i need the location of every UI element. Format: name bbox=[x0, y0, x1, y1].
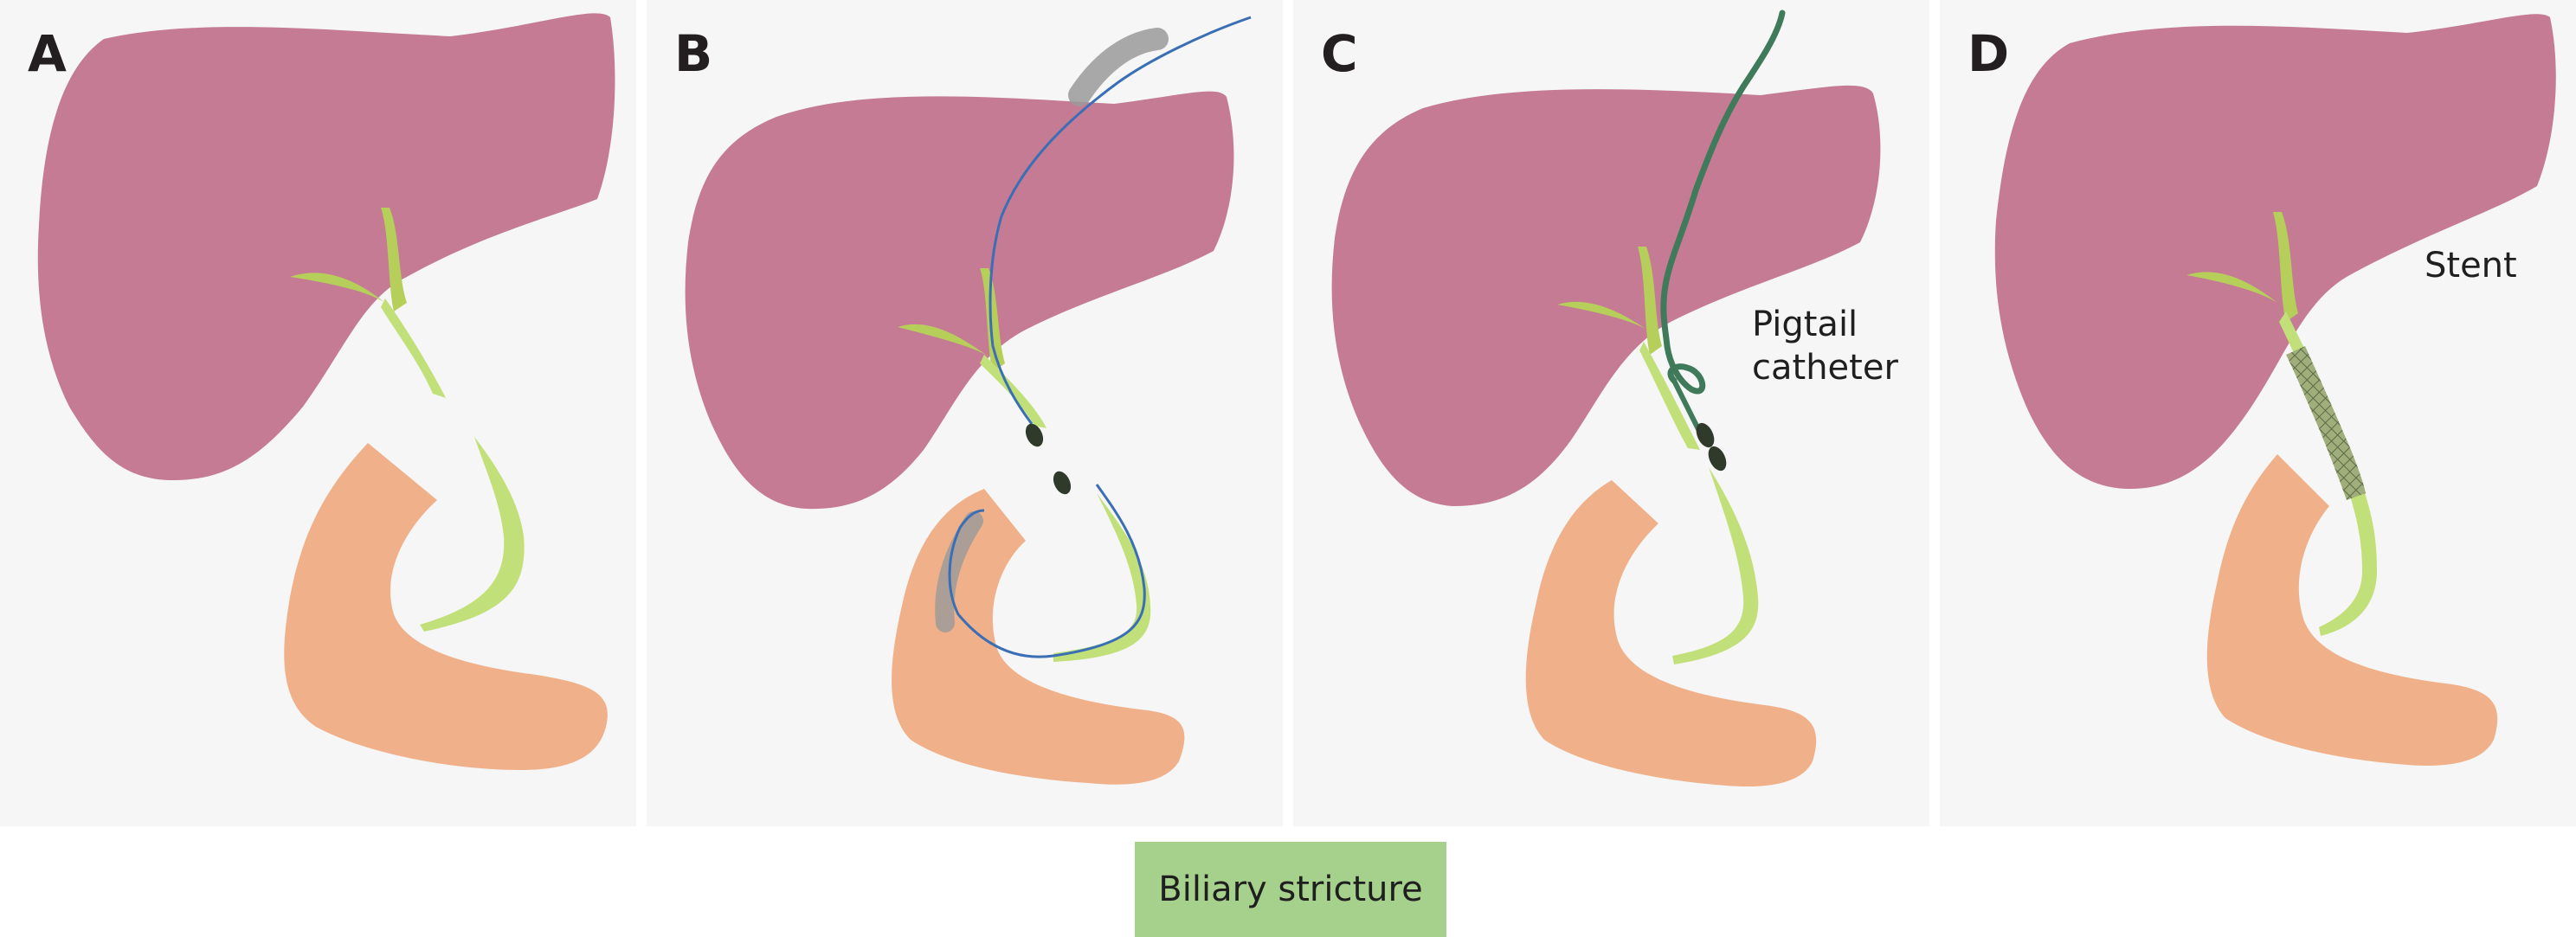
guidewire bbox=[989, 16, 1252, 425]
panel-c-drawing bbox=[1331, 10, 1881, 787]
sheath bbox=[1068, 28, 1169, 106]
panel-letter-b: B bbox=[674, 24, 713, 83]
panel-d: D Stent bbox=[1940, 0, 2576, 826]
guidewire-lower bbox=[948, 484, 1146, 658]
bile-duct-lower bbox=[420, 437, 525, 632]
hepatic-duct bbox=[980, 268, 1005, 372]
liver bbox=[37, 13, 615, 480]
pancreas bbox=[1525, 480, 1817, 787]
hepatic-duct bbox=[1638, 247, 1662, 355]
bile-duct-upper bbox=[980, 355, 1046, 428]
panel-b: B bbox=[647, 0, 1283, 826]
gallbladder bbox=[2186, 272, 2277, 303]
stent-label: Stent bbox=[2425, 246, 2517, 286]
liver bbox=[1331, 85, 1881, 506]
sheath-lower bbox=[935, 511, 983, 632]
balloon-upper bbox=[1025, 423, 1044, 447]
pancreas bbox=[892, 489, 1185, 785]
liver bbox=[685, 91, 1234, 510]
panel-letter-a: A bbox=[28, 24, 67, 83]
hepatic-duct bbox=[2273, 212, 2298, 322]
legend-box: Biliary stricture bbox=[1135, 842, 1446, 937]
balloon-lower bbox=[1053, 471, 1072, 495]
bile-duct-upper bbox=[1639, 342, 1700, 450]
panel-d-drawing bbox=[1994, 14, 2556, 766]
hepatic-duct bbox=[381, 208, 407, 311]
pancreas bbox=[284, 443, 608, 770]
panel-letter-d: D bbox=[1967, 24, 2010, 83]
stent bbox=[2286, 346, 2366, 500]
panel-c: C Pigtail catheter bbox=[1293, 0, 1929, 826]
bile-duct-lower bbox=[1053, 493, 1151, 662]
gallbladder bbox=[898, 324, 989, 356]
pigtail-catheter-label: Pigtail catheter bbox=[1752, 305, 1898, 388]
panel-a-drawing bbox=[37, 13, 615, 770]
panel-a: A bbox=[0, 0, 636, 826]
liver bbox=[1994, 14, 2556, 489]
pancreas bbox=[2206, 454, 2498, 766]
bile-duct-upper bbox=[381, 298, 446, 398]
panel-letter-c: C bbox=[1321, 24, 1358, 83]
bile-duct-lower bbox=[1672, 467, 1759, 664]
gallbladder bbox=[290, 273, 385, 303]
legend-biliary-stricture: Biliary stricture bbox=[1158, 870, 1423, 909]
balloon-lower bbox=[1708, 446, 1727, 472]
pigtail-catheter bbox=[1660, 10, 1786, 395]
gallbladder bbox=[1557, 301, 1648, 331]
panel-b-drawing bbox=[685, 16, 1252, 785]
balloon-upper bbox=[1696, 422, 1715, 448]
